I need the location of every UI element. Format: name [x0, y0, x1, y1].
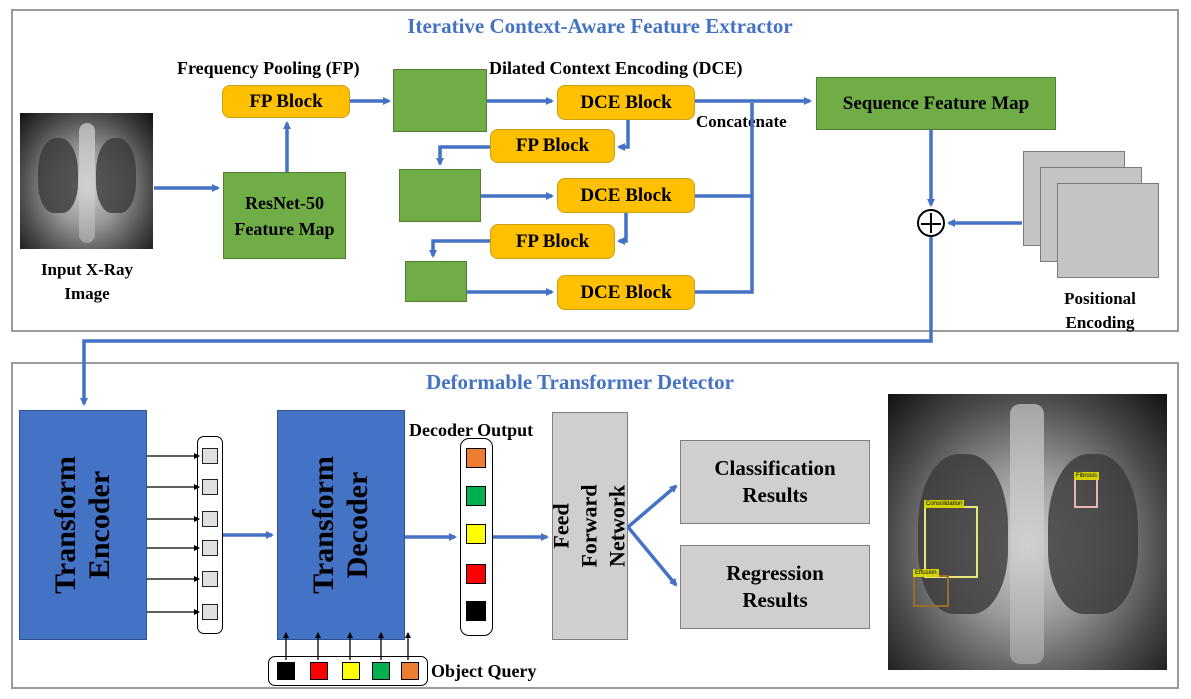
encoder-token-4 — [202, 540, 218, 556]
feature-extractor-title: Iterative Context-Aware Feature Extracto… — [407, 14, 793, 38]
consolidation-tag: Consolidation — [924, 500, 965, 508]
dce-block-2: DCE Block — [557, 178, 695, 213]
feed-forward-network-block: Feed Forward Network — [549, 412, 630, 640]
effusion-bbox — [913, 575, 949, 607]
input-xray-image — [20, 113, 153, 249]
effusion-tag: Effusion — [913, 569, 939, 577]
concatenate-label: Concatenate — [696, 112, 787, 131]
feed-forward-network-label: Feed Forward Network — [549, 484, 630, 568]
decoder-output-label: Decoder Output — [409, 420, 534, 440]
positional-encoding-layer-3 — [1057, 183, 1159, 278]
fp-block-3: FP Block — [490, 224, 615, 259]
dce-block-3: DCE Block — [557, 275, 695, 310]
object-query-label: Object Query — [431, 661, 537, 681]
add-operator-vbar — [930, 213, 932, 233]
fibrosis-tag: Fibrosis — [1074, 472, 1100, 480]
fp-heading: Frequency Pooling (FP) — [177, 58, 360, 78]
feature-map-square-2 — [399, 169, 481, 222]
fp-block-2: FP Block — [490, 129, 615, 163]
feature-map-square-3 — [405, 261, 467, 302]
output-square-green — [466, 486, 486, 506]
query-square-green — [372, 662, 390, 680]
positional-encoding-label: Positional Encoding — [1064, 289, 1136, 332]
fp-block-1: FP Block — [222, 85, 350, 118]
encoder-token-3 — [202, 511, 218, 527]
detection-output-xray: Fibrosis Consolidation Effusion — [888, 394, 1167, 670]
input-xray-label: Input X-Ray Image — [40, 260, 134, 303]
add-operator-node — [917, 209, 945, 237]
encoder-token-5 — [202, 571, 218, 587]
regression-results-box: Regression Results — [680, 545, 870, 629]
output-square-black — [466, 601, 486, 621]
encoder-token-2 — [202, 479, 218, 495]
query-square-red — [310, 662, 328, 680]
output-square-yellow — [466, 524, 486, 544]
sequence-feature-map: Sequence Feature Map — [816, 77, 1056, 130]
query-square-black — [277, 662, 295, 680]
query-square-orange — [401, 662, 419, 680]
encoder-token-column — [197, 436, 223, 634]
query-square-yellow — [342, 662, 360, 680]
transform-decoder-label: Transform Decoder — [307, 456, 375, 594]
transform-decoder-block: Transform Decoder — [277, 410, 405, 640]
dce-heading: Dilated Context Encoding (DCE) — [489, 58, 743, 78]
resnet-feature-map: ResNet-50 Feature Map — [223, 172, 346, 259]
encoder-token-6 — [202, 604, 218, 620]
output-square-orange — [466, 448, 486, 468]
classification-results-box: Classification Results — [680, 440, 870, 524]
consolidation-bbox — [924, 506, 978, 578]
dce-block-1: DCE Block — [557, 85, 695, 120]
transform-encoder-label: Transform Encoder — [49, 456, 117, 594]
output-square-red — [466, 564, 486, 584]
encoder-token-1 — [202, 448, 218, 464]
fibrosis-bbox — [1074, 478, 1098, 508]
transformer-detector-title: Deformable Transformer Detector — [426, 370, 734, 394]
feature-map-square-1 — [393, 69, 487, 132]
transform-encoder-block: Transform Encoder — [19, 410, 147, 640]
